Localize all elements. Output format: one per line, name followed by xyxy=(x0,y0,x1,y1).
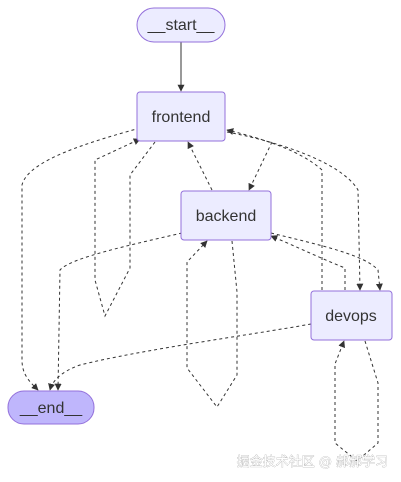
node-frontend-shape xyxy=(136,91,226,142)
node-backend-shape xyxy=(180,190,272,241)
edge-frontend-loop xyxy=(94,138,156,318)
edge-devops-frontend xyxy=(226,128,323,290)
node-frontend-label: frontend xyxy=(152,109,211,126)
node-devops-shape xyxy=(310,290,393,341)
edge-backend-frontend xyxy=(187,141,213,191)
edge-backend-end xyxy=(54,232,183,391)
edge-frontend-backend xyxy=(248,141,273,191)
node-devops-label: devops xyxy=(325,308,377,325)
edge-frontend-devops xyxy=(226,131,364,291)
watermark-text: 掘金技术社区 @ 郝郝学习 xyxy=(237,454,388,470)
node-frontend[interactable]: frontend xyxy=(136,91,226,142)
edge-backend-devops xyxy=(270,232,383,291)
edges xyxy=(21,42,383,462)
edge-backend-loop xyxy=(186,240,238,408)
node-backend-label: backend xyxy=(196,208,257,225)
edge-devops-loop xyxy=(334,340,379,462)
edge-devops-backend xyxy=(270,235,346,290)
node-start[interactable]: __start__ xyxy=(136,7,226,43)
edge-frontend-end xyxy=(21,127,141,391)
node-start-shape xyxy=(136,7,226,43)
edge-devops-end xyxy=(48,323,312,391)
node-end-shape xyxy=(7,390,95,425)
node-end[interactable]: __end__ xyxy=(7,390,95,425)
node-end-label: __end__ xyxy=(19,400,83,417)
node-backend[interactable]: backend xyxy=(180,190,272,241)
node-devops[interactable]: devops xyxy=(310,290,393,341)
node-start-label: __start__ xyxy=(147,17,216,34)
